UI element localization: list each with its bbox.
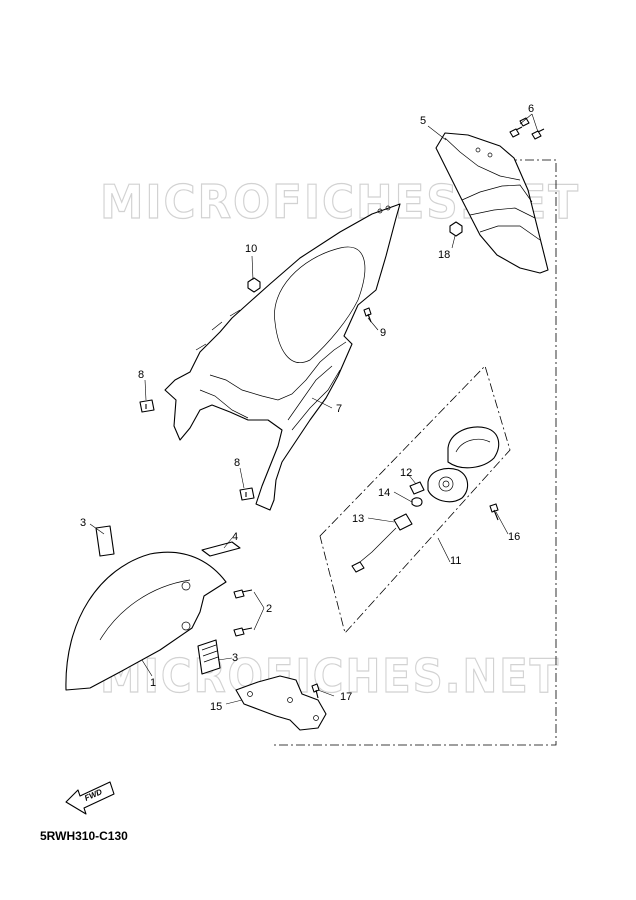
diagram-code: 5RWH310-C130 <box>40 829 128 843</box>
callout-9: 9 <box>380 327 386 339</box>
taillight-group-box <box>319 365 511 634</box>
callout-11: 11 <box>450 555 461 567</box>
callout-17: 17 <box>340 691 352 703</box>
clip-part-8-upper <box>139 399 155 413</box>
callout-8-lower: 8 <box>234 457 240 469</box>
callout-7: 7 <box>336 403 342 415</box>
front-fender-part-1 <box>65 551 227 691</box>
socket-cord-part-13 <box>351 513 413 573</box>
label-part-3-upper <box>95 525 115 557</box>
leader-lines <box>89 113 539 705</box>
callout-15: 15 <box>210 701 222 713</box>
assembly-boundary-line <box>272 159 557 746</box>
callout-numbers: 1 2 3 3 4 5 6 7 8 8 9 10 11 12 13 14 15 … <box>80 103 534 713</box>
callout-13: 13 <box>352 513 364 525</box>
decal-part-4 <box>201 541 241 557</box>
bulb-part-12 <box>409 481 425 495</box>
taillight-socket-plate <box>427 467 469 503</box>
watermark-bottom: MICROFICHES.NET <box>100 649 560 703</box>
fwd-arrow-icon: FWD <box>65 781 115 815</box>
screw-part-16 <box>489 503 499 521</box>
clip-part-8-lower <box>239 487 255 501</box>
bolt-part-2-upper <box>233 589 253 599</box>
nut-part-10 <box>247 277 261 293</box>
callout-16: 16 <box>508 531 520 543</box>
callout-5: 5 <box>420 115 426 127</box>
callout-3-lower: 3 <box>232 652 238 664</box>
bolts-part-6 <box>509 117 545 140</box>
callout-6: 6 <box>528 103 534 115</box>
callout-18: 18 <box>438 249 450 261</box>
nut-part-18 <box>449 221 463 237</box>
license-bracket-part-15 <box>235 675 327 731</box>
callout-10: 10 <box>245 243 257 255</box>
rear-cowl-part-5 <box>435 132 549 274</box>
callout-4: 4 <box>232 531 238 543</box>
callout-14: 14 <box>378 487 390 499</box>
label-part-3-lower <box>197 639 221 675</box>
callout-12: 12 <box>400 467 412 479</box>
callout-8-upper: 8 <box>138 369 144 381</box>
callout-3-upper: 3 <box>80 517 86 529</box>
taillight-housing <box>447 426 500 469</box>
callout-1: 1 <box>150 677 156 689</box>
bulb-part-14 <box>411 497 423 507</box>
side-cover-part-7 <box>164 203 401 511</box>
screw-part-17 <box>311 683 320 699</box>
bolt-part-2-lower <box>233 627 253 637</box>
callout-2: 2 <box>266 603 272 615</box>
